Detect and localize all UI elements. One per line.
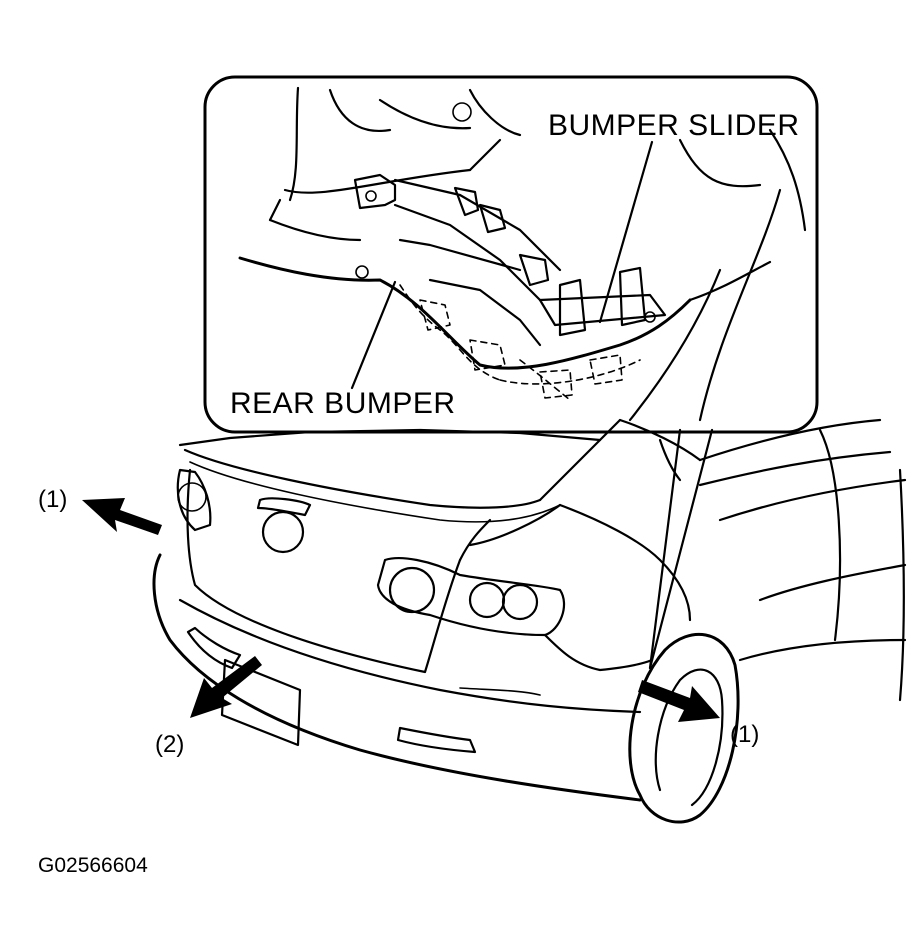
arrow-right-outward <box>638 680 720 722</box>
rear-bumper-leader <box>350 280 397 390</box>
bumper-slider-label: BUMPER SLIDER <box>548 109 800 142</box>
arrow-down-pull <box>190 656 262 718</box>
bumper-slider-leader <box>598 140 654 324</box>
figure-code: G02566604 <box>38 854 148 877</box>
step-label-bottom: (2) <box>155 731 184 758</box>
inset-detail: BUMPER SLIDER REAR BUMPER <box>203 75 819 670</box>
step-label-left: (1) <box>38 486 67 513</box>
rear-bumper-label: REAR BUMPER <box>230 387 456 420</box>
arrow-left-outward <box>82 498 162 535</box>
car-illustration <box>152 418 907 824</box>
step-label-right: (1) <box>730 721 759 748</box>
